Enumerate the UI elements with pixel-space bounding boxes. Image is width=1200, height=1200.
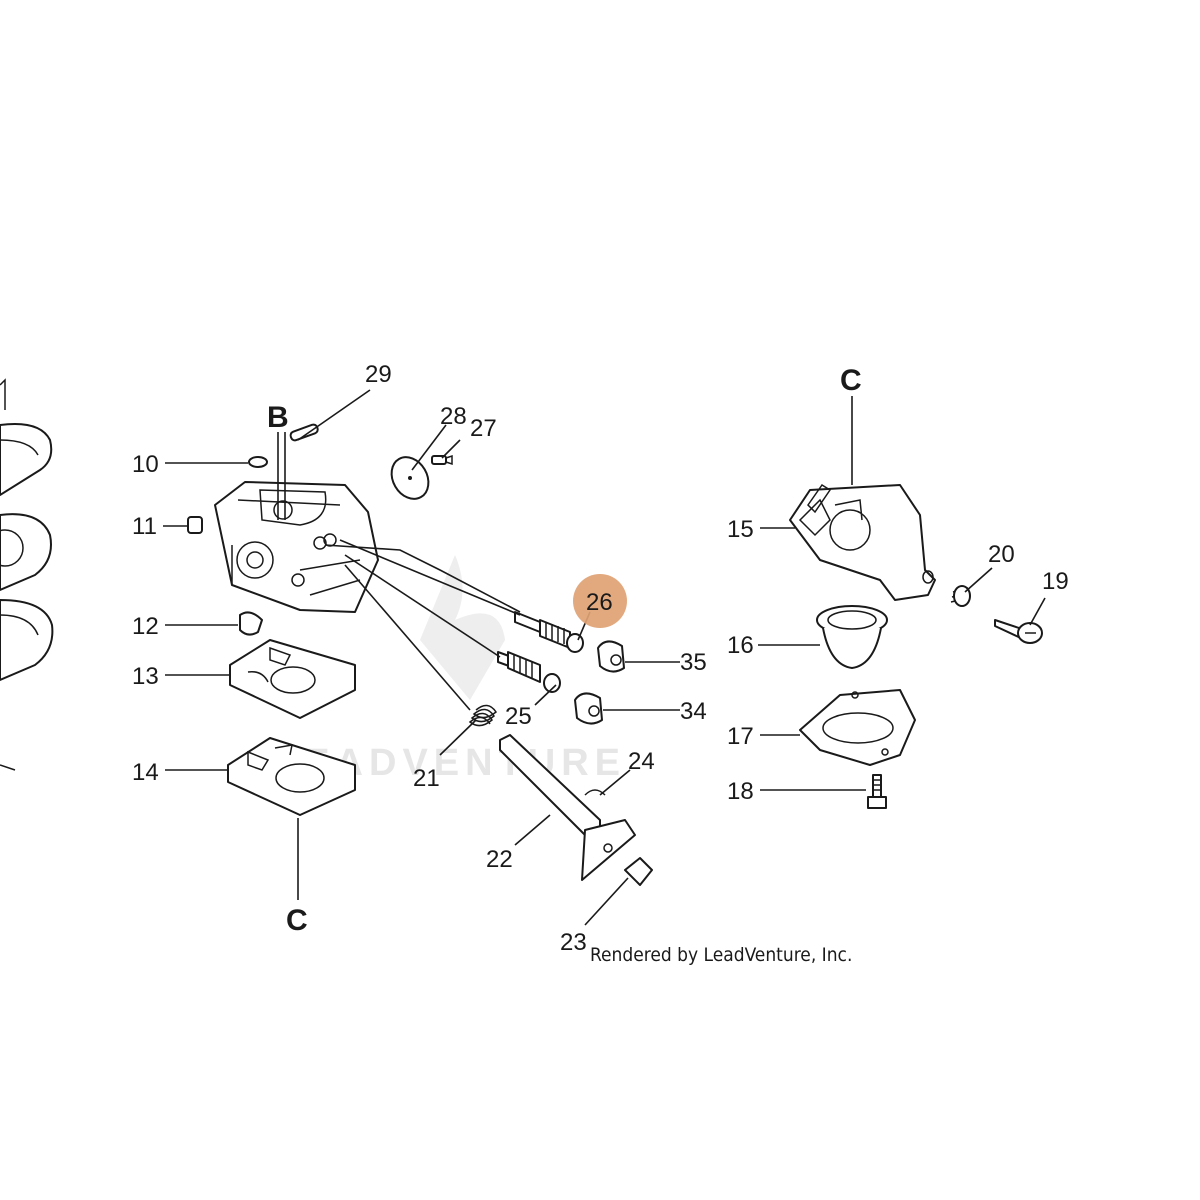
label-19: 19 [1042, 568, 1069, 595]
label-21: 21 [413, 765, 440, 792]
label-14: 14 [132, 759, 159, 786]
label-28: 28 [440, 403, 467, 430]
part-25-adjust-screw [497, 651, 561, 693]
label-25: 25 [505, 703, 532, 730]
part-13-diaphragm [229, 639, 356, 719]
letter-b: B [267, 401, 289, 434]
part-24-clip [584, 789, 606, 796]
carburetor-body [214, 481, 379, 613]
part-20-spring [950, 585, 971, 607]
label-26[interactable]: 26 [586, 589, 613, 616]
part-17-flange [799, 689, 916, 766]
label-23: 23 [560, 929, 587, 956]
part-23-nut [624, 857, 653, 886]
part-10-clip [248, 456, 268, 468]
part-26-adjust-screw [514, 611, 584, 653]
part-11-plug [187, 516, 203, 534]
label-20: 20 [988, 541, 1015, 568]
part-12-cup [239, 611, 263, 636]
label-29: 29 [365, 361, 392, 388]
part-18-screw [867, 774, 887, 809]
label-17: 17 [727, 723, 754, 750]
letter-c-top: C [840, 364, 862, 397]
credit-text: Rendered by LeadVenture, Inc. [590, 944, 852, 966]
label-16: 16 [727, 632, 754, 659]
leader-lines [163, 389, 1046, 926]
reference-letters: B C C [267, 364, 862, 937]
part-22-metering-lever [499, 734, 636, 881]
label-11: 11 [132, 513, 157, 540]
label-13: 13 [132, 663, 159, 690]
part-14-gasket [227, 737, 356, 816]
label-10: 10 [132, 451, 159, 478]
part-29-pin [289, 423, 319, 442]
part-16-primer-bulb [816, 605, 888, 669]
part-19-screw [994, 619, 1043, 644]
letter-c-bottom: C [286, 904, 308, 937]
left-partial-gaskets [0, 378, 54, 771]
highlight-circle [573, 574, 627, 628]
label-18: 18 [727, 778, 754, 805]
part-35-limiter-cap [597, 640, 625, 673]
label-35: 35 [680, 649, 707, 676]
callout-labels: 29 28 27 10 11 12 13 14 26 35 34 25 21 2… [132, 361, 1069, 956]
label-34: 34 [680, 698, 707, 725]
part-28-disc [390, 456, 430, 500]
label-27: 27 [470, 415, 497, 442]
part-34-limiter-cap [574, 692, 603, 725]
label-12: 12 [132, 613, 159, 640]
label-24: 24 [628, 748, 655, 775]
label-22: 22 [486, 846, 513, 873]
part-15-pump-cover [789, 483, 936, 601]
label-15: 15 [727, 516, 754, 543]
